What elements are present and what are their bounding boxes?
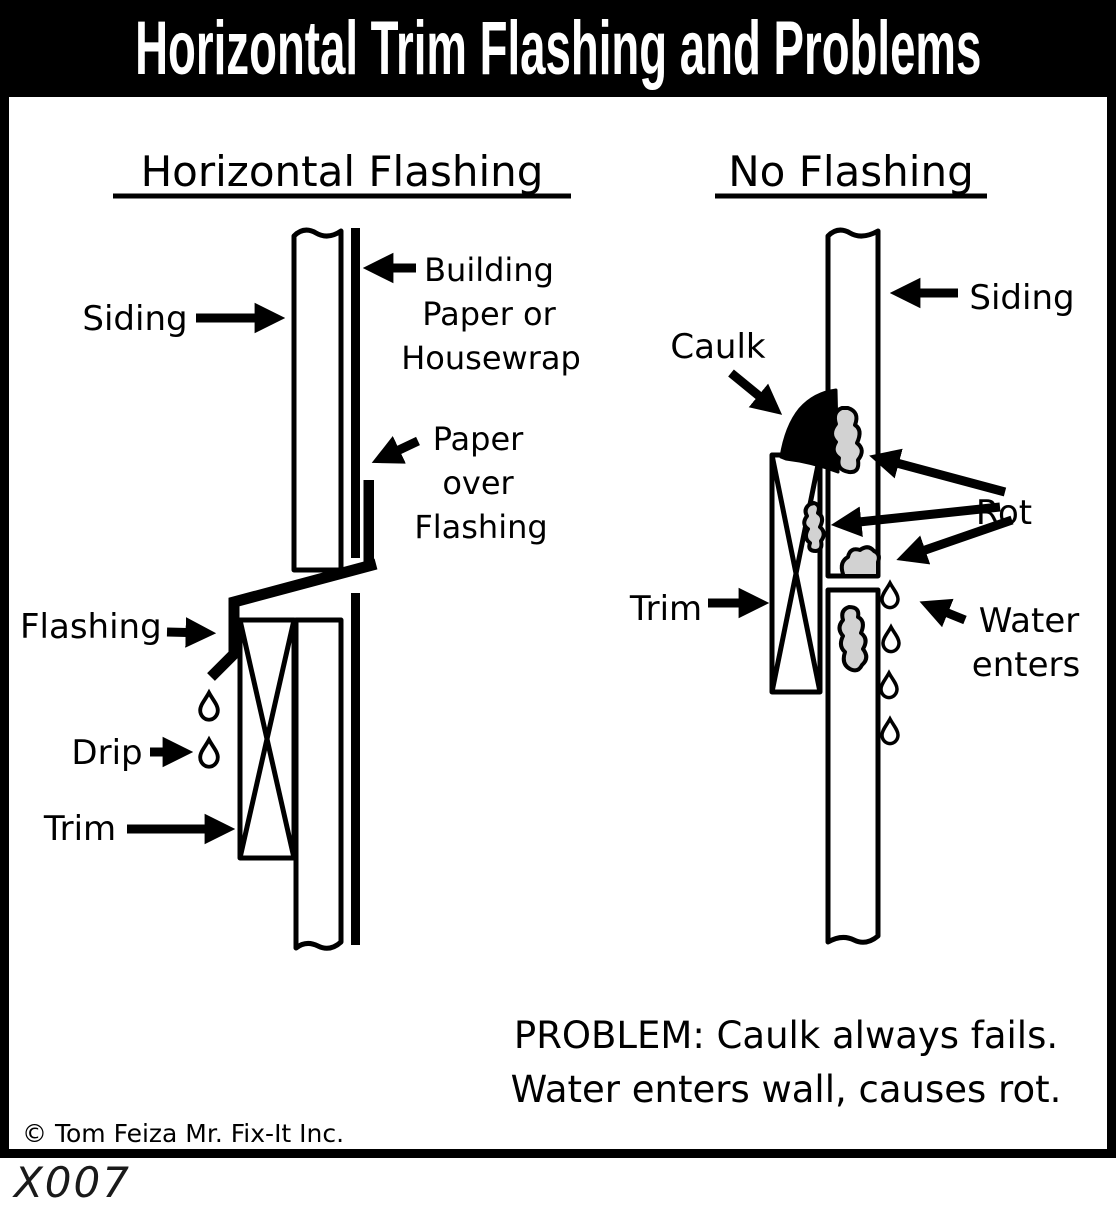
water-enters-label-line2: enters (972, 645, 1080, 685)
left-heading: Horizontal Flashing (141, 147, 544, 196)
water-drop (881, 625, 901, 654)
paper-over-flashing-arrow (371, 436, 420, 464)
left-panel: Horizontal Flashing Siding Buil (20, 147, 581, 951)
drip-label: Drip (71, 733, 142, 773)
right-lower-siding-board (825, 587, 881, 945)
page-title: Horizontal Trim Flashing and Problems (134, 5, 982, 91)
flashing-diagram: Horizontal Flashing Siding Buil (20, 147, 1080, 1148)
right-trim-x-brace (769, 454, 823, 693)
rot-arrow-lower (896, 515, 1014, 565)
figure-id: X007 (14, 1158, 131, 1207)
copyright-notice: © Tom Feiza Mr. Fix-It Inc. (22, 1119, 344, 1148)
left-lower-building-paper-line (351, 593, 360, 945)
left-flashing-profile (207, 558, 378, 681)
water-drop (879, 671, 899, 700)
water-enters-arrow (919, 598, 967, 628)
water-drop (198, 737, 220, 769)
right-panel: No Flashing Siding Ca (629, 147, 1080, 945)
title-bar: Horizontal Trim Flashing and Problems (0, 0, 1116, 97)
rot-arrow-middle (830, 502, 1001, 537)
left-lower-siding-board (293, 617, 344, 951)
right-upper-siding-board (825, 227, 881, 579)
caulk-blob (779, 388, 840, 474)
water-enters-label-line1: Water (979, 601, 1080, 641)
right-siding-label: Siding (969, 278, 1074, 318)
water-drop (198, 690, 220, 722)
problem-note-line2: Water enters wall, causes rot. (511, 1068, 1062, 1111)
paper-over-flashing-label-line2: over (442, 464, 514, 502)
building-paper-label-line3: Housewrap (401, 339, 581, 377)
flashing-arrow (166, 617, 217, 648)
rot-arrow-upper (869, 448, 1007, 497)
left-paper-over-flashing-line (363, 480, 374, 570)
paper-over-flashing-label-line1: Paper (433, 420, 524, 458)
building-paper-label-line2: Paper or (422, 295, 556, 333)
right-trim-label: Trim (629, 589, 702, 629)
content-frame-border (0, 97, 1116, 1158)
rot-spot-joint (839, 545, 881, 578)
left-building-paper-line (351, 228, 360, 558)
left-upper-siding-board (291, 227, 344, 573)
building-paper-label-line1: Building (424, 251, 554, 289)
left-trim-label: Trim (43, 809, 116, 849)
rot-spot-middle (802, 501, 826, 553)
right-heading: No Flashing (728, 147, 973, 196)
water-drop (880, 581, 900, 610)
left-siding-label: Siding (82, 299, 187, 339)
paper-over-flashing-label-line3: Flashing (414, 508, 547, 546)
caulk-label: Caulk (670, 327, 766, 367)
flashing-label: Flashing (20, 607, 162, 647)
caulk-arrow (728, 369, 783, 415)
rot-spot-upper (830, 406, 864, 475)
left-trim-x-brace (237, 619, 297, 859)
problem-note-line1: PROBLEM: Caulk always fails. (514, 1014, 1058, 1057)
rot-spot-lower (837, 605, 869, 673)
water-drop (880, 717, 900, 746)
